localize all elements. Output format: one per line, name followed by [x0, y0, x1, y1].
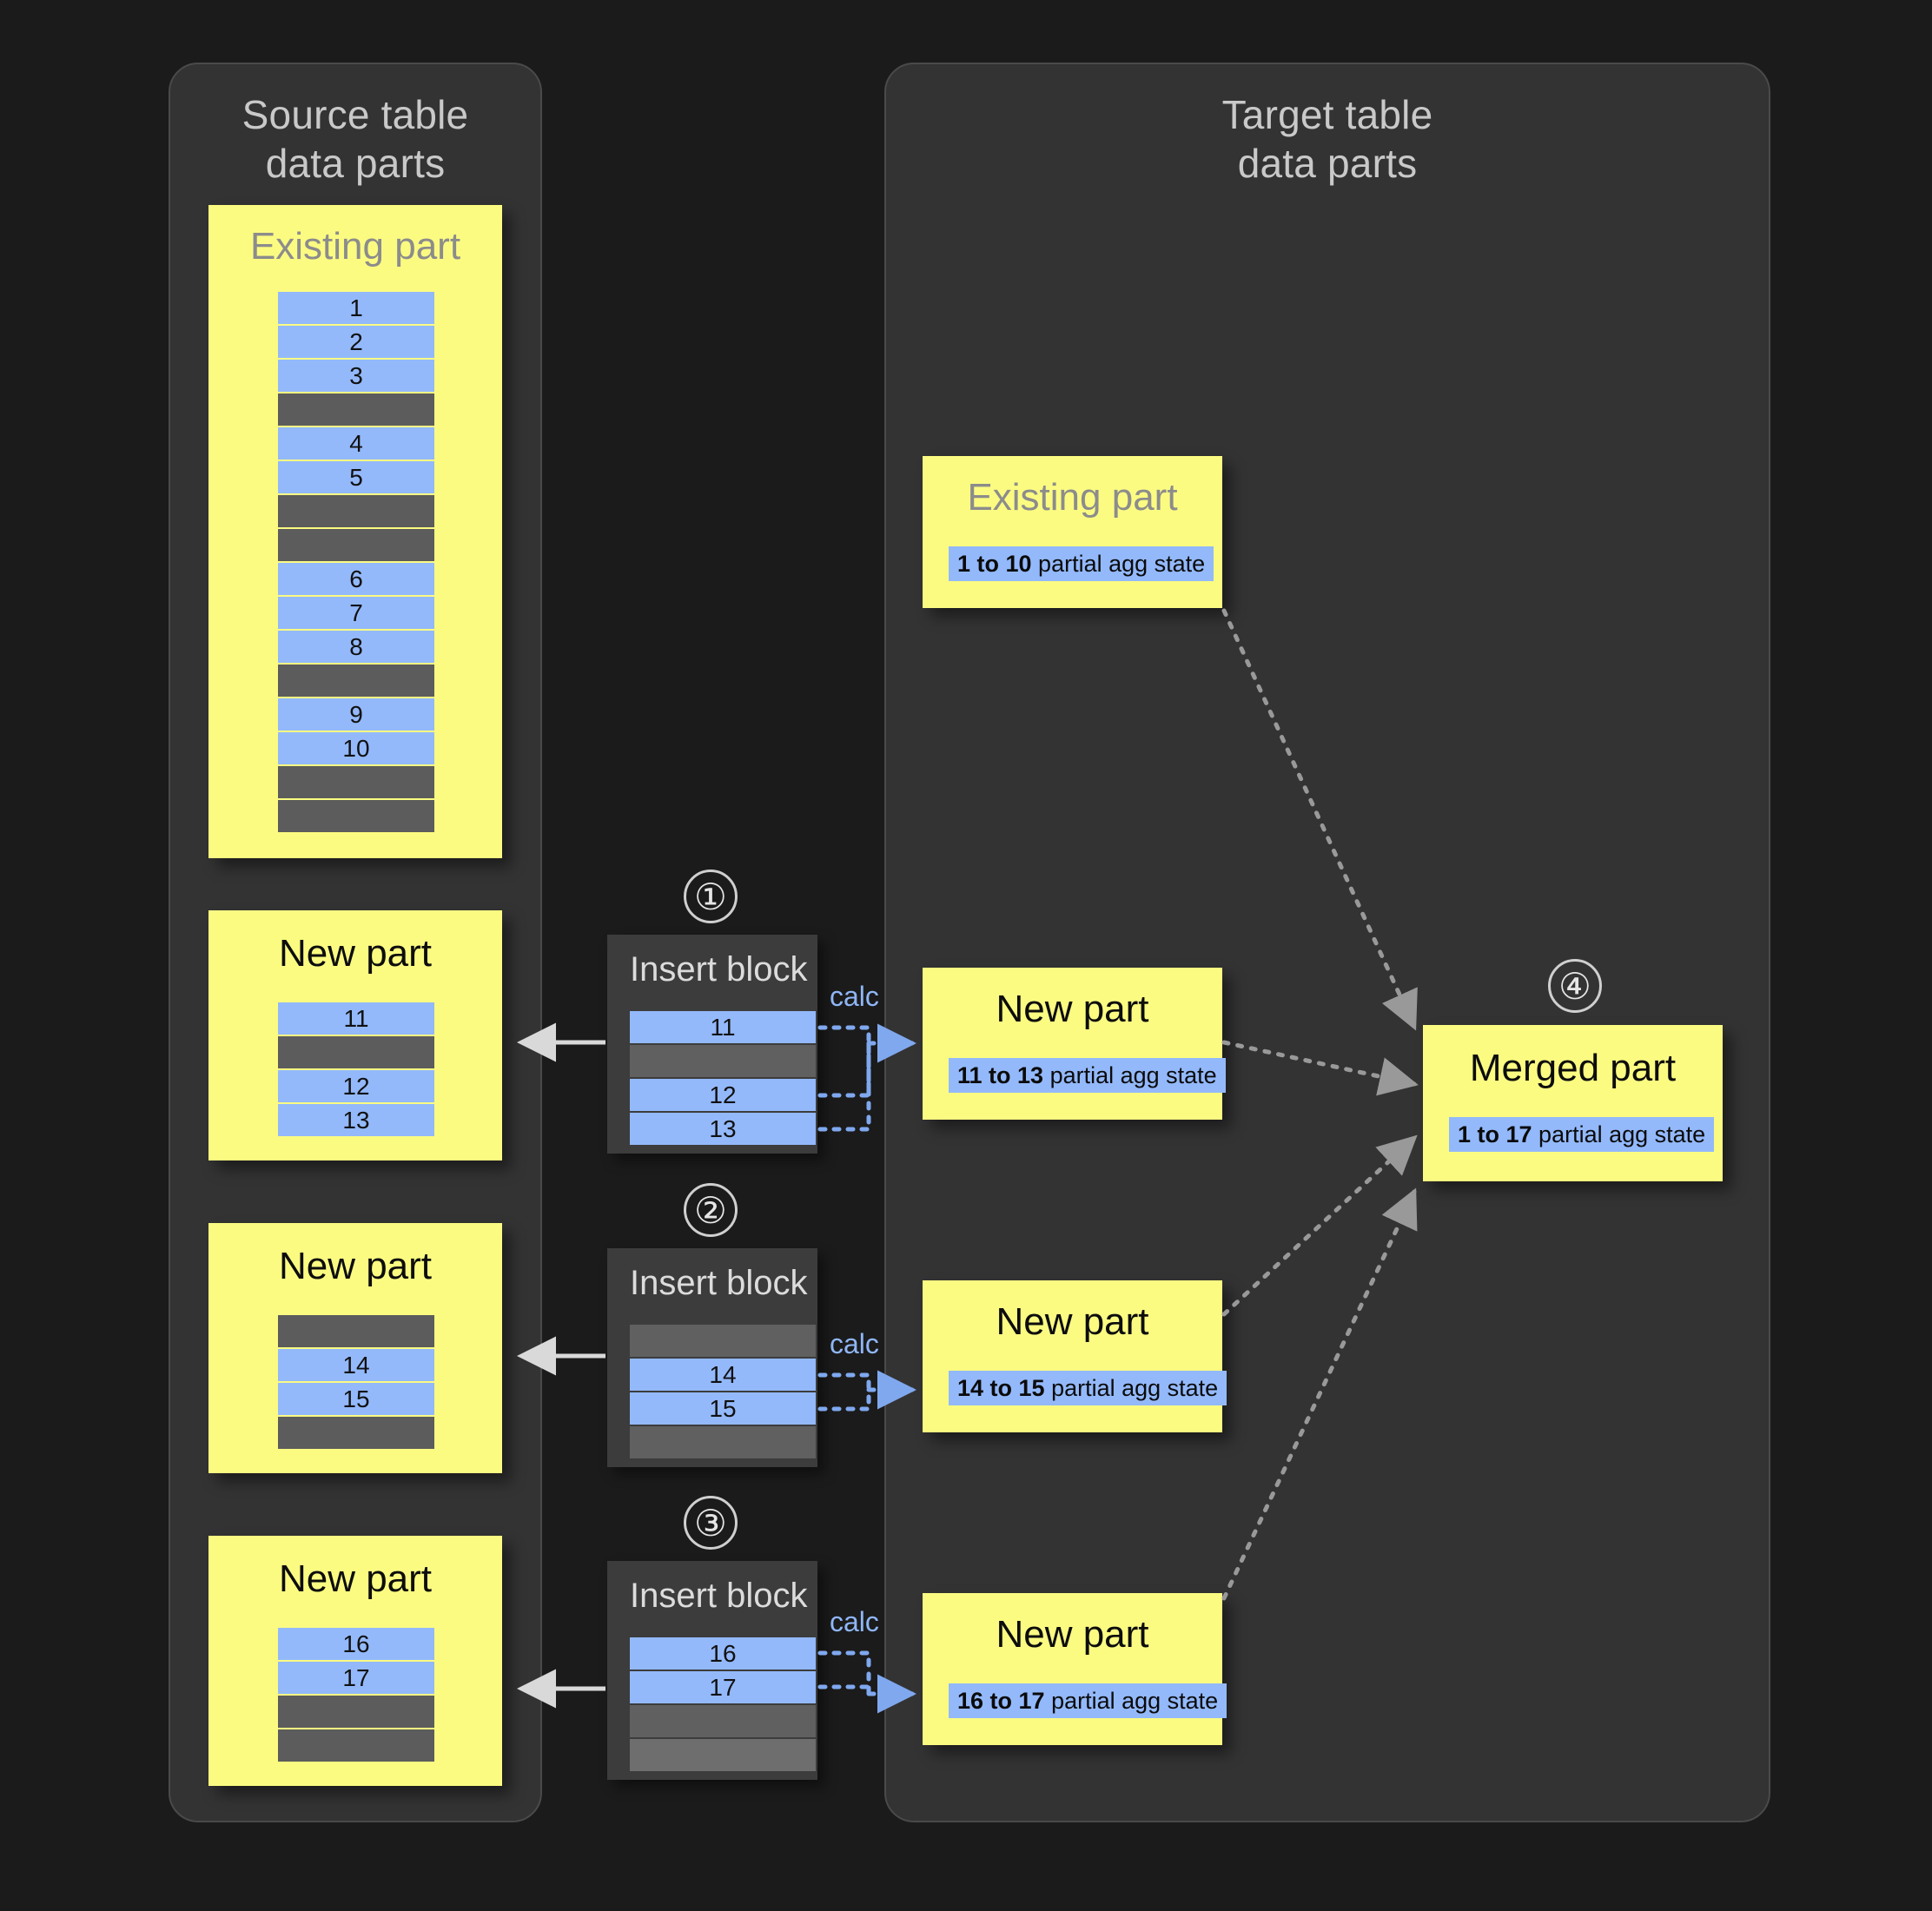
target-new-part-3-agg-state: 16 to 17 partial agg state — [949, 1683, 1227, 1718]
target-panel-title: Target table data parts — [886, 90, 1769, 188]
insert-row: 12 — [630, 1079, 816, 1111]
insert-block-1-title: Insert block — [630, 950, 808, 989]
agg-suffix: partial agg state — [1532, 1121, 1706, 1147]
insert-row — [630, 1705, 816, 1737]
calc-label-3: calc — [830, 1606, 879, 1637]
agg-range: 1 to 17 — [1458, 1121, 1532, 1147]
table-row: 9 — [278, 698, 434, 731]
source-new-part-2-title: New part — [278, 1245, 433, 1287]
insert-row: 14 — [630, 1359, 816, 1391]
table-row — [278, 1417, 434, 1449]
merged-part: Merged part 1 to 17 partial agg state — [1423, 1025, 1723, 1181]
agg-suffix: partial agg state — [1031, 551, 1206, 577]
source-new-part-3: New part 16 17 — [208, 1536, 502, 1786]
table-row — [278, 1315, 434, 1347]
target-new-part-1-agg-state: 11 to 13 partial agg state — [949, 1058, 1226, 1093]
source-panel-title-line2: data parts — [265, 141, 446, 186]
table-row: 8 — [278, 631, 434, 663]
merged-part-title: Merged part — [1469, 1047, 1677, 1089]
target-new-part-3: New part 16 to 17 partial agg state — [923, 1593, 1227, 1745]
table-row: 4 — [278, 427, 434, 460]
target-new-part-1-title: New part — [996, 988, 1149, 1030]
insert-row: 15 — [630, 1392, 816, 1425]
source-new-part-3-title: New part — [278, 1557, 433, 1600]
source-new-part-1: New part 11 12 13 — [208, 910, 502, 1160]
agg-range: 11 to 13 — [957, 1062, 1044, 1088]
source-new-part-1-title: New part — [278, 932, 433, 975]
target-existing-part-title: Existing part — [967, 476, 1178, 519]
table-row: 14 — [278, 1349, 434, 1381]
table-row: 13 — [278, 1104, 434, 1136]
insert-row: 17 — [630, 1671, 816, 1703]
insert-block-3: Insert block 16 17 — [607, 1561, 817, 1780]
target-new-part-2: New part 14 to 15 partial agg state — [923, 1280, 1227, 1432]
table-row: 3 — [278, 360, 434, 392]
table-row — [278, 393, 434, 426]
table-row: 6 — [278, 563, 434, 595]
source-new-part-2: New part 14 15 — [208, 1223, 502, 1473]
agg-range: 14 to 15 — [957, 1375, 1045, 1401]
agg-range: 1 to 10 — [957, 551, 1032, 577]
insert-row — [630, 1045, 816, 1077]
target-table-panel: Target table data parts — [884, 63, 1770, 1822]
source-existing-part-title: Existing part — [249, 225, 461, 268]
calc-label-1: calc — [830, 981, 879, 1012]
table-row: 10 — [278, 732, 434, 764]
insert-row: 11 — [630, 1011, 816, 1043]
step-marker-4: ④ — [1548, 959, 1602, 1013]
target-panel-title-line2: data parts — [1237, 141, 1418, 186]
insert-block-3-title: Insert block — [630, 1577, 808, 1615]
insert-block-2-title: Insert block — [630, 1264, 808, 1302]
target-new-part-2-agg-state: 14 to 15 partial agg state — [949, 1371, 1227, 1405]
target-panel-title-line1: Target table — [1221, 92, 1433, 137]
calc-label-2: calc — [830, 1328, 879, 1359]
table-row: 7 — [278, 597, 434, 629]
agg-suffix: partial agg state — [1044, 1688, 1219, 1714]
source-existing-part: Existing part 1 2 3 4 5 6 7 8 9 10 — [208, 205, 502, 858]
insert-block-1: Insert block 11 12 13 — [607, 935, 817, 1154]
merged-part-agg-state: 1 to 17 partial agg state — [1449, 1117, 1715, 1152]
insert-row: 16 — [630, 1637, 816, 1670]
target-new-part-1: New part 11 to 13 partial agg state — [923, 968, 1226, 1120]
insert-row: 13 — [630, 1113, 816, 1145]
insert-row — [630, 1426, 816, 1458]
target-existing-part-agg-state: 1 to 10 partial agg state — [949, 546, 1214, 581]
table-row: 17 — [278, 1662, 434, 1694]
step-marker-3: ③ — [684, 1496, 738, 1550]
agg-suffix: partial agg state — [1044, 1375, 1219, 1401]
source-panel-title: Source table data parts — [170, 90, 540, 188]
table-row — [278, 495, 434, 527]
target-new-part-2-title: New part — [996, 1300, 1149, 1343]
table-row: 12 — [278, 1070, 434, 1102]
table-row — [278, 1036, 434, 1068]
table-row: 1 — [278, 292, 434, 324]
target-new-part-3-title: New part — [996, 1613, 1149, 1656]
insert-row — [630, 1325, 816, 1357]
table-row — [278, 1696, 434, 1728]
source-panel-title-line1: Source table — [242, 92, 469, 137]
step-marker-2: ② — [684, 1183, 738, 1237]
table-row — [278, 766, 434, 798]
table-row — [278, 1729, 434, 1762]
insert-row — [630, 1739, 816, 1771]
table-row: 5 — [278, 461, 434, 493]
insert-block-2: Insert block 14 15 — [607, 1248, 817, 1467]
table-row: 16 — [278, 1628, 434, 1660]
target-existing-part: Existing part 1 to 10 partial agg state — [923, 456, 1222, 608]
table-row: 15 — [278, 1383, 434, 1415]
agg-suffix: partial agg state — [1043, 1062, 1217, 1088]
table-row: 2 — [278, 326, 434, 358]
table-row — [278, 665, 434, 697]
table-row — [278, 800, 434, 832]
agg-range: 16 to 17 — [957, 1688, 1045, 1714]
table-row — [278, 529, 434, 561]
step-marker-1: ① — [684, 870, 738, 923]
table-row: 11 — [278, 1002, 434, 1035]
